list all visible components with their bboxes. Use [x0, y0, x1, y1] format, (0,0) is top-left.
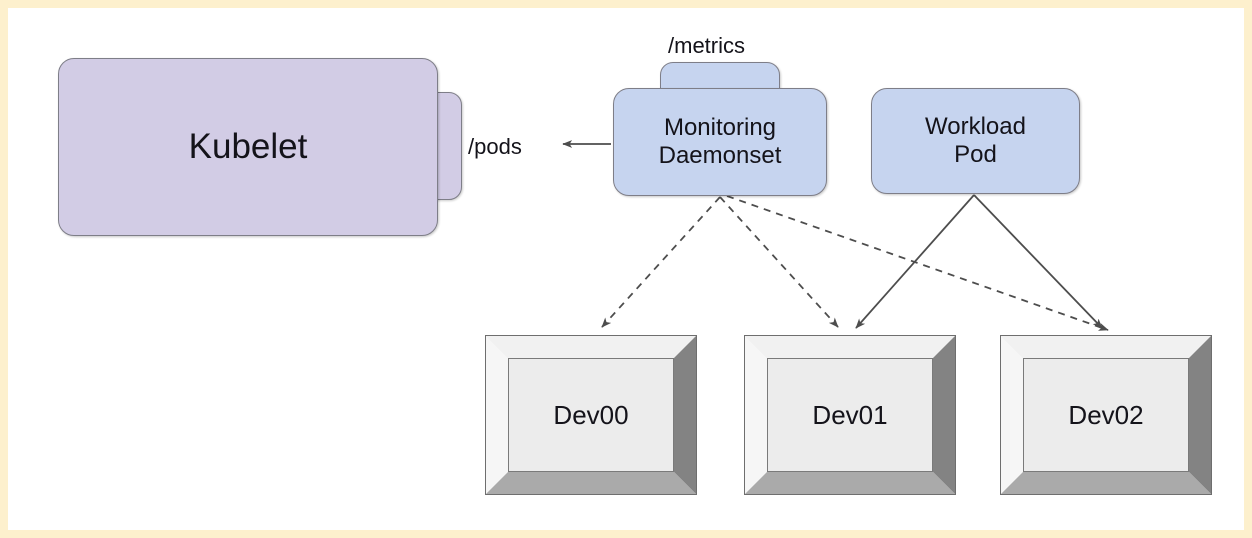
- node-dev01-label: Dev01: [812, 399, 888, 430]
- node-workload-pod-label-line1: Workload: [925, 113, 1026, 141]
- bevel-top-face: [486, 336, 696, 358]
- bevel-bottom-face: [1001, 472, 1211, 494]
- bevel-left-face: [1001, 336, 1023, 494]
- node-monitoring-daemonset-label-line2: Daemonset: [658, 142, 782, 169]
- bevel-top-face: [1001, 336, 1211, 358]
- bevel-inner-face: [1023, 358, 1189, 472]
- node-dev00[interactable]: Dev00: [485, 335, 697, 495]
- node-dev02-label: Dev02: [1068, 399, 1144, 430]
- node-monitoring-daemonset[interactable]: Monitoring Daemonset: [613, 88, 827, 196]
- node-workload-pod[interactable]: Workload Pod: [871, 88, 1080, 194]
- bevel-bottom-face: [745, 472, 955, 494]
- node-kubelet-label: Kubelet: [188, 126, 308, 166]
- bevel-right-face: [674, 336, 696, 494]
- edge-label-pods: /pods: [468, 134, 522, 159]
- node-dev01[interactable]: Dev01: [744, 335, 956, 495]
- bevel-bottom-face: [486, 472, 696, 494]
- dev01-bevel: [745, 336, 955, 494]
- dev02-bevel: [1001, 336, 1211, 494]
- edge-label-metrics: /metrics: [668, 33, 745, 58]
- node-kubelet[interactable]: Kubelet: [58, 58, 438, 236]
- dev00-bevel: [486, 336, 696, 494]
- bevel-inner-face: [767, 358, 933, 472]
- bevel-left-face: [745, 336, 767, 494]
- node-monitoring-daemonset-label-line1: Monitoring: [663, 114, 777, 142]
- node-dev00-label: Dev00: [553, 399, 629, 430]
- bevel-inner-face: [508, 358, 674, 472]
- bevel-right-face: [933, 336, 955, 494]
- bevel-top-face: [745, 336, 955, 358]
- bevel-right-face: [1189, 336, 1211, 494]
- node-dev02[interactable]: Dev02: [1000, 335, 1212, 495]
- node-workload-pod-label-line2: Pod: [954, 141, 997, 168]
- bevel-left-face: [486, 336, 508, 494]
